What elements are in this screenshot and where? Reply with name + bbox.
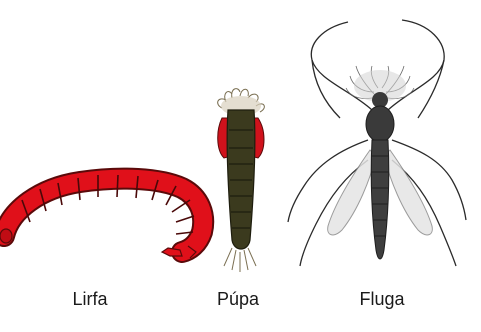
larva-label: Lirfa bbox=[55, 288, 125, 310]
pupa-label: Púpa bbox=[203, 288, 273, 310]
adult-fly-illustration bbox=[288, 20, 466, 266]
larva-illustration bbox=[0, 175, 203, 258]
adult-label: Fluga bbox=[337, 288, 427, 310]
pupa-illustration bbox=[218, 89, 265, 272]
